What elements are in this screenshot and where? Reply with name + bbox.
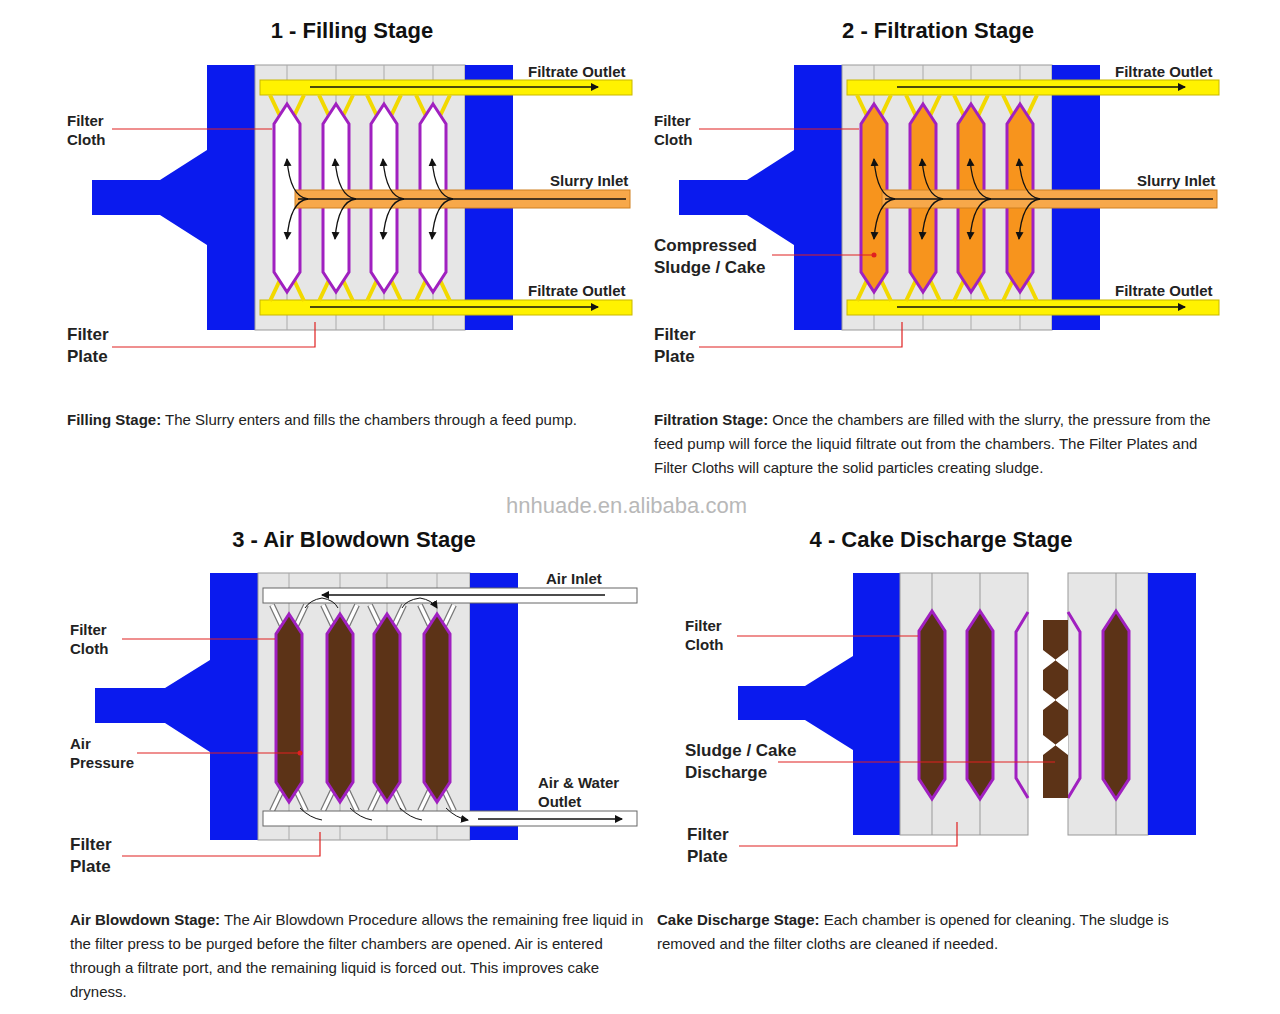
- part-label: Filter Cloth: [654, 111, 714, 149]
- part-label: Slurry Inlet: [1137, 171, 1215, 190]
- stage-caption: Filling Stage: The Slurry enters and fil…: [67, 408, 632, 432]
- part-label: Filtrate Outlet: [1115, 281, 1213, 300]
- part-label: Sludge / Cake Discharge: [685, 740, 810, 784]
- stage-caption: Air Blowdown Stage: The Air Blowdown Pro…: [70, 908, 645, 1004]
- part-label: Filter Cloth: [70, 620, 130, 658]
- part-label: Filter Plate: [67, 324, 129, 368]
- stage-panel: 1 - Filling StageFilling Stage: The Slur…: [60, 10, 640, 490]
- part-label: Filter Plate: [687, 824, 749, 868]
- part-label: Air Inlet: [546, 569, 602, 588]
- part-label: Filter Plate: [70, 834, 132, 878]
- stage-caption: Filtration Stage: Once the chambers are …: [654, 408, 1224, 480]
- part-label: Filtrate Outlet: [528, 62, 626, 81]
- part-label: Slurry Inlet: [550, 171, 628, 190]
- part-label: Filter Cloth: [67, 111, 127, 149]
- stage-panel: 3 - Air Blowdown StageAir Blowdown Stage…: [60, 515, 650, 1005]
- part-label: Compressed Sludge / Cake: [654, 235, 779, 279]
- stage-title: 1 - Filling Stage: [271, 18, 434, 44]
- stage-title: 2 - Filtration Stage: [842, 18, 1034, 44]
- part-label: Air Pressure: [70, 734, 142, 772]
- part-label: Filter Cloth: [685, 616, 745, 654]
- stage-title: 3 - Air Blowdown Stage: [232, 527, 476, 553]
- part-label: Air & Water Outlet: [538, 773, 638, 811]
- part-label: Filtrate Outlet: [528, 281, 626, 300]
- stage-caption: Cake Discharge Stage: Each chamber is op…: [657, 908, 1222, 956]
- part-label: Filter Plate: [654, 324, 716, 368]
- part-label: Filtrate Outlet: [1115, 62, 1213, 81]
- stage-title: 4 - Cake Discharge Stage: [810, 527, 1073, 553]
- watermark: hnhuade.en.alibaba.com: [506, 496, 747, 515]
